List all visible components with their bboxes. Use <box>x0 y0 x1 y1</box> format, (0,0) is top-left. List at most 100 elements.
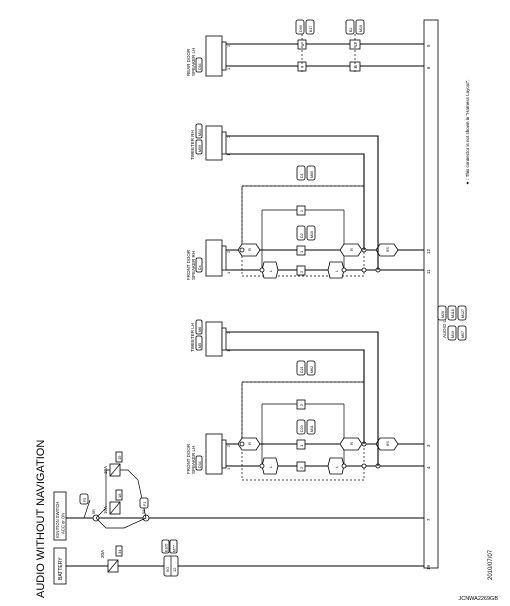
front-rh-l2: SPEAKER RH <box>191 251 196 280</box>
pin-5s: 5S <box>142 509 146 514</box>
tag-f1 <box>139 497 149 509</box>
audio-conn-4: M20 <box>441 311 445 318</box>
lh-r-right-text: R <box>349 442 354 445</box>
pin-5r: 5R <box>92 509 96 514</box>
front-lh-l1: FRONT DOOR <box>186 443 191 474</box>
audio-pin-7: 7 <box>426 518 431 521</box>
lh-c4: M11 <box>310 425 314 432</box>
rear-c3: B2 <box>349 28 353 32</box>
tag-e105-text: E105 <box>165 544 169 552</box>
audio-pin-11: 11 <box>426 269 431 274</box>
audio-pin-4: 4 <box>426 466 431 469</box>
tweeter-lh-wire-2 <box>226 331 379 466</box>
rh-l-right <box>327 261 345 279</box>
lh-p2a: 2 <box>299 403 304 406</box>
diagram-id: JCNWA2269GB <box>458 596 498 602</box>
ignition-label-1: IGNITION SWITCH <box>55 502 60 538</box>
rh-c3: D2 <box>300 233 304 238</box>
lh-6s-text: 6S <box>385 441 390 446</box>
lh-c1: D21 <box>300 366 304 373</box>
rh-r-left-text: R <box>247 248 252 251</box>
lh-p2b: 2 <box>299 466 304 469</box>
audio-unit-box <box>423 19 439 569</box>
front-lh-p2: 2 <box>226 444 231 447</box>
rh-p2a: 2 <box>299 209 304 212</box>
diagram-date: 2010/07/07 <box>488 549 494 580</box>
rear-lh-l1: REAR DOOR <box>186 48 191 76</box>
tag-f5 <box>79 493 89 505</box>
tweeter-lh <box>205 321 223 357</box>
fuse-10a-top-rating: 10A <box>103 466 108 474</box>
fuse-10a-bot-rating: 10A <box>103 506 108 514</box>
rh-r-right-text: R <box>349 248 354 251</box>
audio-pin-6: 6 <box>426 66 431 69</box>
footnote: ★ : This connector is not shown in "Harn… <box>465 80 470 185</box>
rh-l-right-text: L <box>334 269 339 272</box>
tweeter-lh-l1: TWEETER LH <box>190 323 195 352</box>
tweeter-lh-conn: M5 <box>198 343 202 348</box>
rh-6s-text: 6S <box>385 247 390 252</box>
rear-p12: 12 <box>353 42 358 47</box>
audio-pin-12: 12 <box>426 248 431 254</box>
tag-f5-text: F5 <box>83 498 87 502</box>
rear-lh-conn: D64 <box>198 63 202 70</box>
tag-m77 <box>169 539 178 554</box>
front-lh-speaker <box>205 433 223 475</box>
rh-6s <box>375 243 399 257</box>
rear-c1: D65 <box>299 25 303 32</box>
lh-c3: D20 <box>300 425 304 432</box>
tweeter-lh-wire-1 <box>226 349 365 444</box>
lh-c2: M62 <box>310 366 314 373</box>
audio-conn-0: M19 <box>451 331 455 338</box>
front-rh-speaker <box>205 239 223 277</box>
lh-r-left <box>237 437 261 451</box>
audio-pin-19: 19 <box>426 564 431 570</box>
rear-c4: M19 <box>359 25 363 32</box>
fuse-10a-top-number: 19 <box>117 455 122 460</box>
ignition-box <box>53 491 67 541</box>
rear-lh-p2: 2 <box>226 44 231 47</box>
audio-unit-title: AUDIO UNIT <box>442 312 447 338</box>
tag-m77-text: M77 <box>173 545 177 552</box>
rear-p8: 8 <box>300 43 305 46</box>
lh-r-right <box>339 437 363 451</box>
rh-c4: M10 <box>310 231 314 238</box>
rh-p2b: 2 <box>299 270 304 273</box>
fuse-10a-bot-number: 18 <box>117 493 122 498</box>
lh-l-left-text: L <box>268 465 273 468</box>
battery-label: BATTERY <box>58 557 64 580</box>
rh-c2: M80 <box>310 171 314 178</box>
lh-p1: 1 <box>299 444 304 447</box>
front-rh-p2: 2 <box>226 250 231 253</box>
lh-r-left-text: R <box>247 442 252 445</box>
tweeter-rh-conn: M59 <box>198 145 202 152</box>
audio-conn-3: M127 <box>461 309 465 318</box>
rear-lh-speaker <box>205 35 223 77</box>
rh-p1: 1 <box>299 250 304 253</box>
front-rh-p1: 1 <box>226 271 231 274</box>
tag-e105 <box>161 539 170 554</box>
rear-lh-l2: SPEAKER LH <box>191 48 196 76</box>
conn-pin-5g: 5G <box>165 567 170 572</box>
rh-l-left-text: L <box>268 269 273 272</box>
tweeter-rh-wire-1 <box>226 153 365 250</box>
audio-pin-5: 5 <box>426 44 431 47</box>
diagram-title: AUDIO WITHOUT NAVIGATION <box>35 440 47 598</box>
rh-r-right <box>339 243 363 257</box>
audio-conn-2: M57 <box>461 331 465 338</box>
rh-r-left <box>237 243 261 257</box>
lh-l-right <box>327 457 345 475</box>
tweeter-rh <box>205 125 223 161</box>
audio-unit-connectors: M19 M118 M57 M127 M20 <box>437 305 467 341</box>
tweeter-rh-conn2: M14 <box>198 129 202 136</box>
tag-f1-text: F1 <box>143 502 147 506</box>
fuse-20a-tag <box>115 545 123 557</box>
conn-pin-12: 12 <box>172 567 177 572</box>
front-rh-l1: FRONT DOOR <box>186 249 191 280</box>
fuse-20a-number: 34 <box>117 549 122 554</box>
front-lh-l2: SPEAKER LH <box>191 446 196 474</box>
rh-c1: D1 <box>300 173 304 178</box>
rear-lh-p1: 1 <box>226 67 231 70</box>
audio-pin-3: 3 <box>426 444 431 447</box>
